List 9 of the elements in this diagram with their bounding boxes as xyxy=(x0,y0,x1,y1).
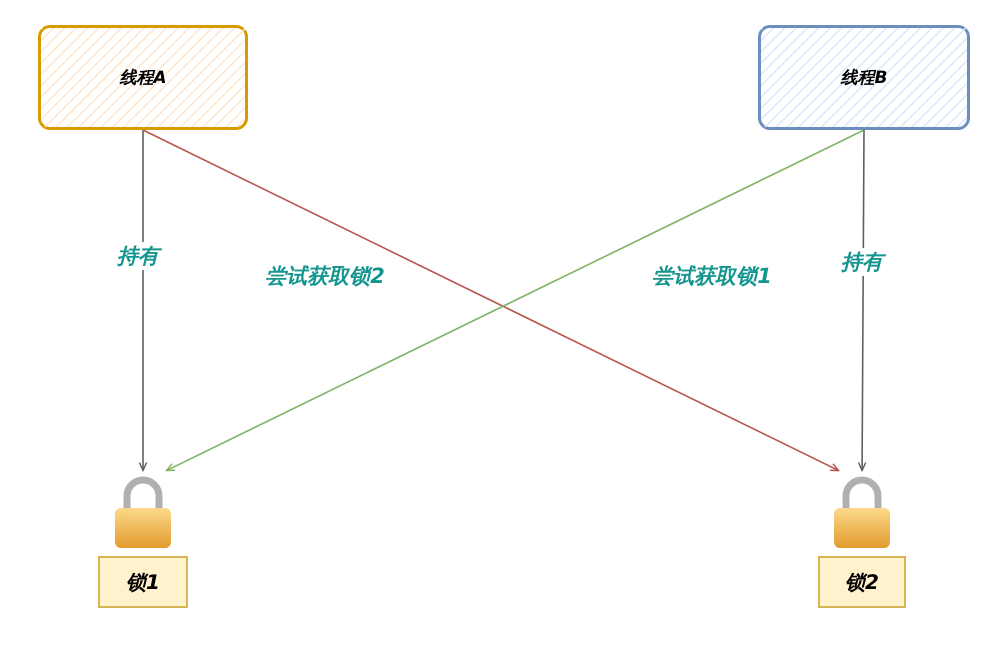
arrow xyxy=(858,130,866,472)
lock-label-box: 锁1 xyxy=(98,556,188,608)
edge-label: 持有 xyxy=(839,248,885,276)
thread-box: 线程B xyxy=(758,25,970,130)
thread-box: 线程A xyxy=(38,25,248,130)
arrow xyxy=(138,130,148,472)
edge-label: 尝试获取锁2 xyxy=(263,262,387,290)
edge-label: 持有 xyxy=(115,242,161,270)
lock-label-box: 锁2 xyxy=(818,556,906,608)
